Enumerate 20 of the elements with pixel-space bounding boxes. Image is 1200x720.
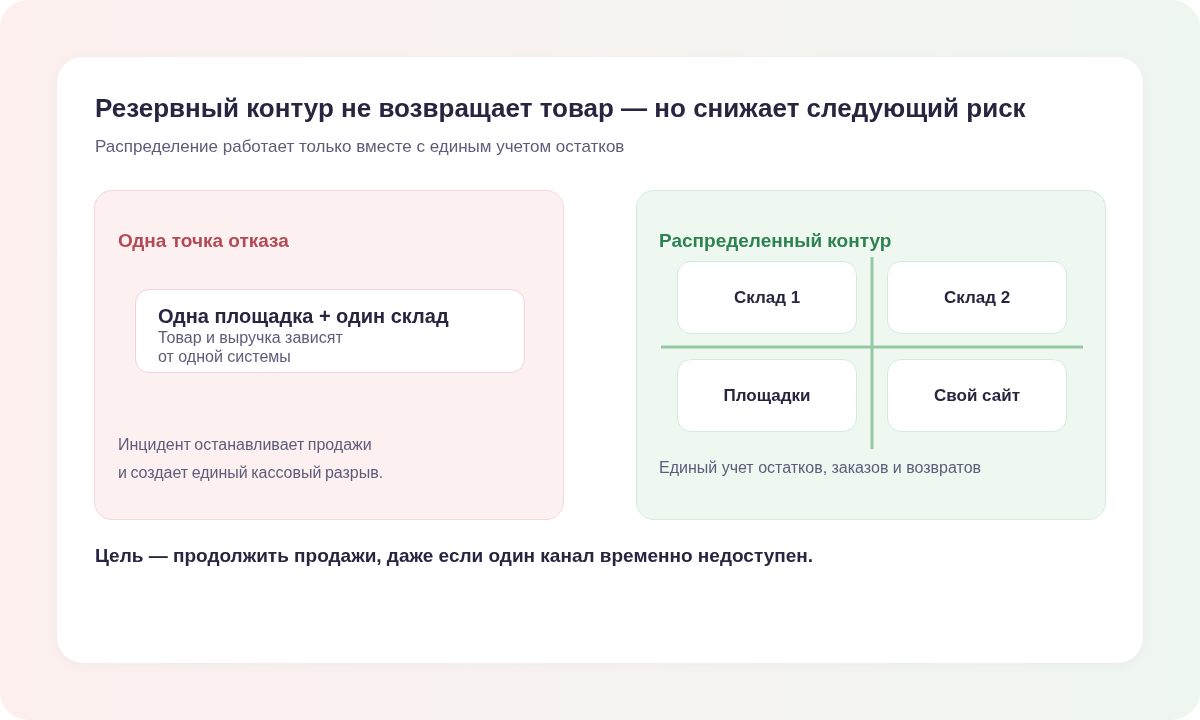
- card-label: Площадки: [723, 385, 811, 406]
- box-heading: Одна площадка + один склад: [158, 304, 450, 328]
- card-label: Склад 2: [943, 287, 1011, 308]
- diagram-subtitle: Распределение работает только вместе с единым учетом остатков: [95, 137, 625, 157]
- panel-note: Инцидент останавливает продажи и создает единый кассовый разрыв.: [118, 435, 385, 483]
- channel-card: [677, 359, 857, 432]
- card-label: Склад 1: [733, 287, 801, 308]
- panel-heading: Одна точка отказа: [118, 230, 289, 252]
- box-note: Товар и выручка зависят от одной системы: [158, 328, 344, 366]
- diagram-title: Резервный контур не возвращает товар — но снижает следующий риск: [95, 93, 1026, 124]
- channel-card: [677, 261, 857, 334]
- panel-heading: Распределенный контур: [659, 230, 892, 252]
- info-panel: [94, 190, 564, 520]
- info-panel: [636, 190, 1106, 520]
- process-box: [135, 289, 525, 373]
- channel-card: [887, 261, 1067, 334]
- goal-note: Цель — продолжить продажи, даже если один канал временно недоступен.: [95, 544, 814, 567]
- card-label: Свой сайт: [934, 385, 1020, 406]
- panel-note: Единый учет остатков, заказов и возвратов: [659, 458, 982, 478]
- channel-card: [887, 359, 1067, 432]
